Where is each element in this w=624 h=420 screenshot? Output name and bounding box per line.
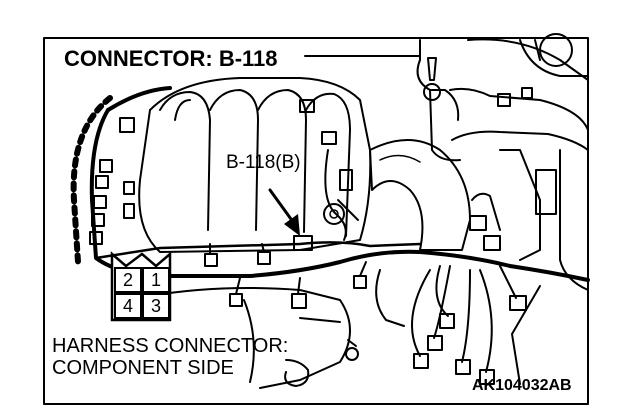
connector-title: CONNECTOR: B-118: [60, 47, 282, 71]
connector-pin-2: 2: [122, 270, 133, 290]
connector-face-diagram: [110, 251, 172, 322]
connector-pin-4: 4: [122, 296, 133, 316]
harness-connector-caption: HARNESS CONNECTOR:: [52, 335, 289, 357]
connector-pin-1: 1: [150, 270, 161, 290]
figure-frame: [43, 37, 589, 405]
main-harness: [89, 108, 590, 282]
connector-pin-3: 3: [150, 296, 161, 316]
intake-hose: [369, 139, 471, 251]
figure-code: AK104032AB: [472, 377, 572, 394]
component-side-caption: COMPONENT SIDE: [52, 357, 234, 379]
connector-callout-label: B-118(B): [226, 152, 301, 173]
